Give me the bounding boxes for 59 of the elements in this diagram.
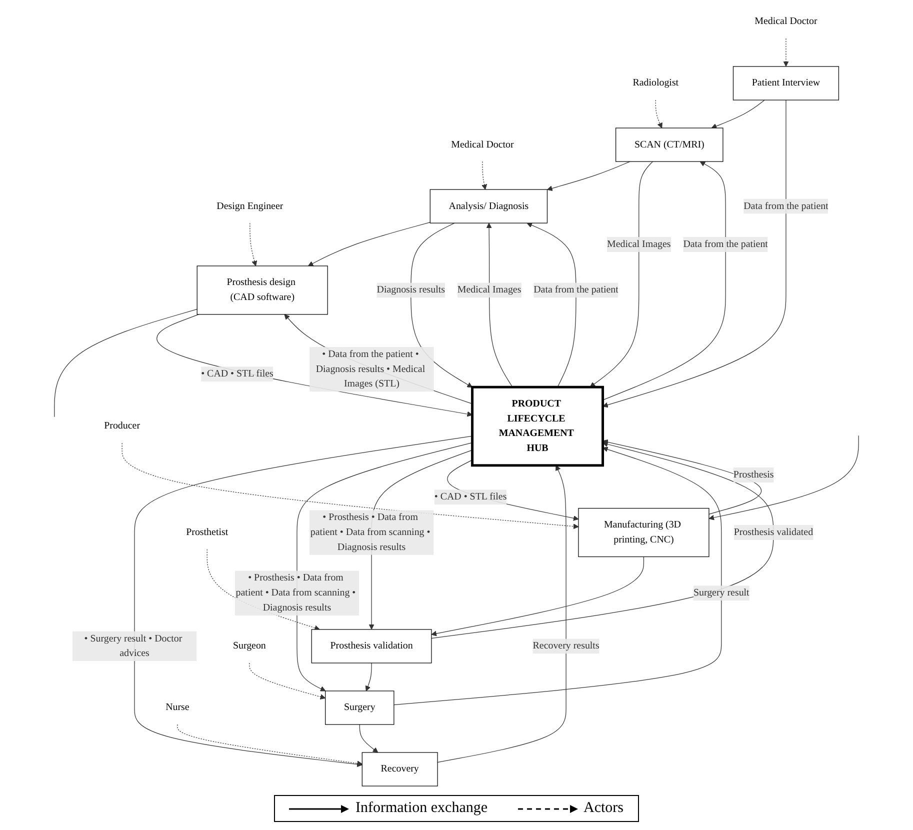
node-text: Producer — [104, 420, 140, 432]
node-text: Design Engineer — [216, 200, 284, 212]
node-box: Patient Interview — [732, 66, 840, 100]
arrow — [711, 100, 765, 129]
node-text: Medical Doctor — [451, 139, 514, 150]
node-box: Manufacturing (3D printing, CNC) — [578, 508, 710, 558]
arrow — [655, 100, 662, 128]
node-box: Analysis/ Diagnosis — [430, 189, 548, 224]
arrow — [708, 435, 859, 520]
edge-label: Diagnosis results — [376, 284, 445, 296]
edge-label: • CAD • STL files — [434, 492, 507, 502]
edge-label: Surgery result — [693, 588, 750, 598]
edge-label: • Prosthesis • Data from patient • Data from scanning • Diagnosis results — [236, 572, 356, 613]
arrow — [431, 442, 774, 639]
edge-label: Prosthesis — [733, 469, 774, 480]
edge-label: • Prosthesis • Data from patient • Data from scanning • Diagnosis results — [310, 512, 430, 552]
arrow — [437, 465, 566, 763]
arrow — [394, 446, 722, 706]
arrow — [486, 222, 513, 388]
arrow — [308, 222, 430, 266]
edge-label: Medical Images — [607, 238, 671, 250]
edge-label: Data from the patient — [534, 284, 618, 296]
node-text: Prosthetist — [186, 526, 228, 538]
legend-label: Actors — [584, 800, 624, 817]
arrow — [250, 222, 258, 266]
node-text: Nurse — [166, 702, 190, 713]
edge-label: Medical Images — [457, 284, 522, 296]
arrow — [526, 222, 576, 388]
arrow — [602, 439, 762, 514]
legend-label: Information exchange — [355, 800, 488, 817]
arrow — [602, 100, 786, 408]
arrow — [365, 662, 372, 692]
edge-label: Data from the patient — [683, 238, 768, 250]
arrow — [431, 556, 644, 636]
arrow — [590, 161, 654, 388]
edge-label: • Surgery result • Doctor advices — [84, 633, 182, 659]
connector — [54, 308, 198, 418]
arrow — [359, 724, 378, 753]
edge-label: Recovery results — [532, 640, 600, 652]
node-box: Prosthesis validation — [311, 629, 432, 664]
arrow — [602, 161, 726, 400]
edge-label: Prosthesis validated — [734, 526, 814, 538]
node-text: Surgeon — [232, 640, 266, 652]
node-box: Prosthesis design (CAD software) — [196, 266, 328, 315]
arrow — [177, 724, 362, 766]
node-box: SCAN (CT/MRI) — [616, 128, 724, 162]
node-text: Radiologist — [632, 78, 679, 88]
arrow — [156, 314, 473, 417]
node-box: PRODUCT LIFECYCLE MANAGEMENT HUB — [471, 386, 604, 467]
node-box: Recovery — [362, 752, 438, 786]
arrow — [482, 161, 487, 190]
edge-label: • Data from the patient • Diagnosis results • Medical Images (STL) — [316, 348, 426, 390]
node-box: Surgery — [325, 690, 394, 725]
node-text: Medical Doctor — [754, 16, 818, 27]
arrow — [783, 38, 789, 67]
edge-label: • CAD • STL files — [201, 368, 274, 380]
arrow — [249, 662, 326, 700]
arrow — [546, 161, 630, 191]
edge-label: Data from the patient — [744, 200, 828, 212]
